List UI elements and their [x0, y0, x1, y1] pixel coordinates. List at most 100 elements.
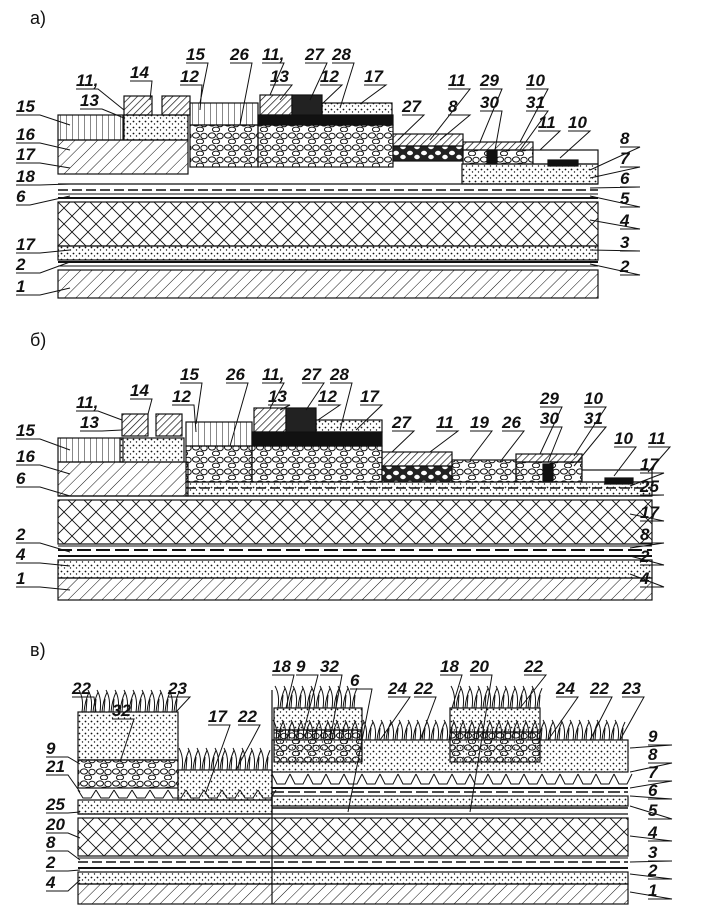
callout-number: 18	[440, 657, 459, 676]
grass-blade	[319, 685, 331, 709]
drainage-profile	[185, 789, 205, 799]
callout-number: 10	[526, 71, 545, 90]
drainage-profile	[559, 773, 579, 785]
leader-line	[16, 183, 71, 186]
grass-blade	[123, 689, 135, 713]
grass-blade	[78, 689, 90, 713]
callout-number: 5	[620, 189, 630, 208]
layer-soil	[57, 461, 189, 497]
paving-tile	[285, 407, 317, 433]
leader-line	[589, 166, 641, 179]
drainage-profile	[113, 789, 133, 799]
layer-gravel	[273, 729, 363, 763]
paving-tile	[161, 95, 191, 116]
grass-blade	[141, 689, 153, 713]
leader-line	[547, 696, 579, 741]
leader-line	[205, 724, 231, 793]
leader-line	[573, 426, 608, 467]
leader-line	[230, 62, 253, 126]
leader-line	[330, 382, 353, 431]
drainage-profile	[469, 773, 489, 785]
drainage-profile	[77, 789, 97, 799]
leader-line	[16, 142, 71, 151]
grass-blade	[522, 685, 534, 709]
callout-number: 31	[526, 93, 545, 112]
drainage-profile	[451, 773, 471, 785]
grass-blade	[407, 719, 419, 741]
callout-number: 12	[180, 67, 199, 86]
layer-dark	[381, 465, 453, 483]
grass-blade	[310, 685, 322, 709]
callout-number: 6	[620, 169, 630, 188]
leader-line	[480, 110, 503, 151]
callout-number: 1	[16, 277, 25, 296]
callout-number: 30	[480, 93, 499, 112]
grass-blade	[232, 747, 244, 771]
grass-blade	[560, 719, 572, 741]
leader-line	[180, 84, 203, 111]
leader-line	[589, 146, 641, 171]
leader-line	[305, 62, 328, 101]
layer-sand	[119, 437, 185, 463]
drainage-profile	[613, 773, 633, 785]
grass-blade	[96, 689, 108, 713]
drainage-profile	[343, 773, 363, 785]
leader-line	[629, 762, 673, 773]
callout-number: 2	[15, 255, 26, 274]
layer-sand	[271, 795, 629, 807]
callout-number: 28	[331, 45, 351, 64]
leader-line	[272, 674, 295, 709]
grass-blade	[301, 685, 313, 709]
leader-line	[629, 494, 665, 497]
leader-line	[172, 404, 197, 433]
layer-membrane	[257, 114, 394, 126]
leader-line	[46, 756, 81, 765]
leader-line	[168, 696, 192, 713]
leader-line	[629, 795, 673, 800]
layer-vertical	[57, 437, 124, 463]
leader-line	[262, 62, 285, 96]
grass-blade	[150, 689, 162, 713]
callout-number: 27	[304, 45, 325, 64]
leader-line	[347, 688, 373, 813]
callout-number: 17	[360, 387, 380, 406]
paving-tile	[515, 453, 583, 463]
callout-number: 17	[640, 455, 660, 474]
callout-number: 13	[80, 413, 99, 432]
leader-line	[629, 805, 673, 820]
leader-line	[429, 430, 460, 453]
callout-number: 8	[46, 833, 56, 852]
leader-line	[76, 88, 125, 111]
drainage-profile	[505, 773, 525, 785]
layer-sand	[77, 799, 273, 815]
callout-number: 11	[436, 413, 454, 432]
layer-membrane	[251, 431, 383, 447]
callout-number: 32	[320, 657, 339, 676]
leader-line	[540, 426, 563, 463]
leader-line	[16, 438, 71, 451]
leader-line	[46, 774, 81, 793]
callout-number: 24	[555, 679, 575, 698]
grass-blade	[178, 747, 190, 771]
leader-line	[46, 850, 81, 861]
callout-number: 7	[648, 763, 659, 782]
grass-blade	[587, 719, 599, 741]
grass-blade	[380, 719, 392, 741]
leader-line	[519, 674, 548, 709]
callout-number: 9	[46, 739, 56, 758]
drainage-profile	[523, 773, 543, 785]
panel-label: а)	[30, 8, 46, 28]
callout-number: 2	[647, 861, 658, 880]
callout-number: 14	[130, 381, 149, 400]
callout-number: 2	[639, 547, 650, 566]
callout-number: 6	[16, 469, 26, 488]
callout-number: 30	[540, 409, 559, 428]
grass-blade	[531, 685, 543, 709]
drainage-profile	[221, 789, 241, 799]
leader-line	[629, 472, 665, 487]
layer-gravel	[449, 731, 541, 763]
grass-blade	[450, 685, 462, 709]
callout-number: 22	[237, 707, 257, 726]
layer-gravel	[462, 149, 534, 165]
leader-line	[46, 811, 81, 814]
